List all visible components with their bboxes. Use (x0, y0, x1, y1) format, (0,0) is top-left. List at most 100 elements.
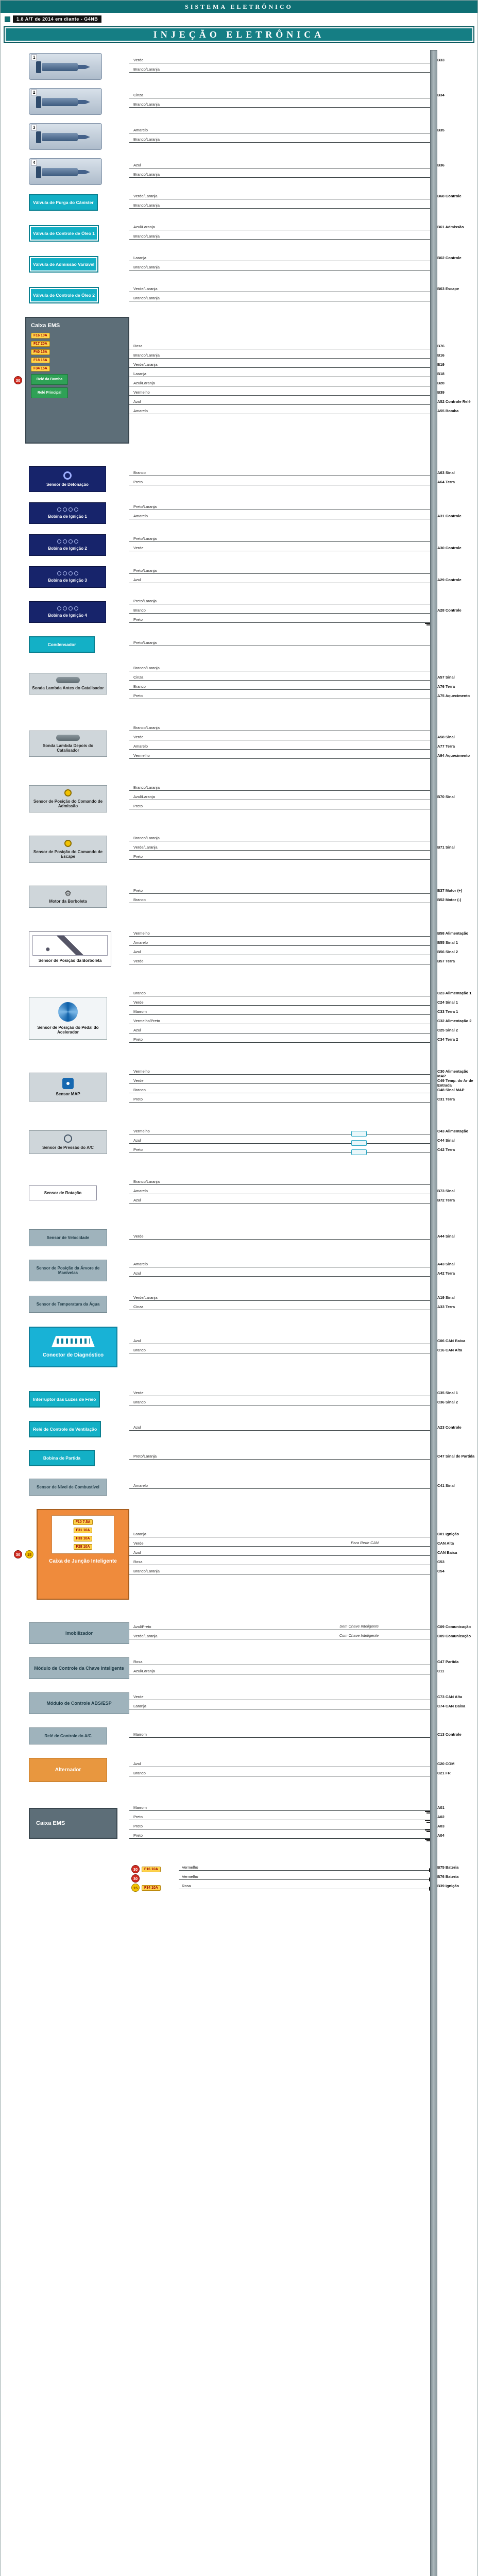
component-row: Sensor de Posição do Comando de Admissão… (1, 785, 477, 812)
wire-color-label: Verde/Laranja (132, 362, 159, 367)
sensor-de-posicao-da-arvore-de-manivelas-box: Sensor de Posição da Árvore de Manivelas (29, 1260, 107, 1281)
component-cell: Sensor de Posição da Árvore de Manivelas (1, 1260, 129, 1281)
coil-loop-icon (74, 539, 78, 544)
pin-label: C73 CAN Alta (437, 1694, 463, 1699)
injector-number: 4 (31, 160, 38, 165)
component-label: Válvula de Controle de Óleo 1 (33, 231, 95, 236)
component-label: Sensor de Velocidade (46, 1235, 90, 1240)
wire-color-label: Laranja (132, 371, 148, 376)
wire-color-label: Amarelo (132, 1189, 149, 1193)
pin-label: C74 CAN Baixa (437, 1704, 466, 1708)
pin-label: C23 Alimentação 1 (437, 991, 472, 995)
pin-label: A19 Sinal (437, 1295, 455, 1300)
pin-label: C11 (437, 1669, 445, 1673)
wire-color-label: Laranja (132, 256, 148, 260)
pin-label: A77 Terra (437, 744, 455, 749)
bobina-de-ignicao-3-box: Bobina de Ignição 3 (29, 566, 106, 588)
wire-color-label: Cinza (132, 1304, 145, 1309)
fuse-chip: F40 15A (31, 349, 50, 355)
wire-color-label: Amarelo (132, 128, 149, 132)
coil-loop-icon (62, 539, 67, 544)
component-label: Válvula de Controle de Óleo 2 (33, 293, 95, 298)
wire-color-label: Azul (132, 1138, 142, 1143)
gear-icon: ⚙ (64, 889, 72, 898)
pin-label: B70 Sinal (437, 794, 455, 799)
wire-color-label: Verde (132, 735, 145, 739)
pin-label: A75 Aquecimento (437, 693, 470, 698)
coil-windings-icon (32, 507, 103, 512)
wire-color-label: Branco (132, 1400, 147, 1404)
wire-color-label: Cinza (132, 93, 145, 97)
wire-color-label: Amarelo (132, 514, 149, 518)
fuse-chip: F34 15A (31, 366, 50, 371)
component-label: Válvula de Admissão Variável (33, 262, 95, 267)
wire-color-label: Rosa (181, 1884, 192, 1888)
coil-loop-icon (62, 571, 67, 575)
wire: Branco/Laranja (129, 172, 477, 181)
sensor-de-posicao-do-pedal-do-acelerador-box: Sensor de Posição do Pedal do Acelerador (29, 996, 107, 1040)
coil-loop-icon (57, 507, 61, 512)
pin-label: B72 Terra (437, 1198, 455, 1202)
wire-color-label: Preto (132, 854, 144, 859)
wire-line (129, 689, 434, 690)
component-cell: Válvula de Controle de Óleo 1 (1, 225, 129, 242)
model-row: 1.8 A/T de 2014 em diante - G4NB (1, 13, 477, 25)
wire-color-label: Vermelho (132, 753, 151, 758)
pin-label: A76 Terra (437, 684, 455, 689)
component-cell: Caixa EMS (1, 1808, 129, 1839)
wire-line (129, 1143, 434, 1144)
component-cell: Válvula de Purga do Cânister (1, 194, 129, 211)
system-title-bar: SISTEMA ELETRÔNICO (1, 1, 477, 13)
pin-label: B28 (437, 381, 445, 385)
wire-color-label: Branco/Laranja (132, 203, 161, 208)
wire-color-label: Verde/Laranja (132, 845, 159, 850)
pin-label: C36 Sinal 2 (437, 1400, 458, 1404)
pin-label: C21 FR (437, 1770, 451, 1775)
fuse-chip: F16 10A (31, 333, 50, 338)
injector-illustration: 3 (29, 123, 102, 150)
component-cell: Bobina de Ignição 2 (1, 534, 129, 556)
wire-line (129, 1005, 434, 1006)
bobina-de-partida-box: Bobina de Partida (29, 1450, 95, 1466)
wire-color-label: Branco/Laranja (132, 725, 161, 730)
wire-line (129, 239, 434, 240)
wire-color-label: Vermelho (132, 1129, 151, 1133)
wire: Preto/Laranja (129, 640, 477, 649)
ground-icon (425, 1811, 432, 1815)
